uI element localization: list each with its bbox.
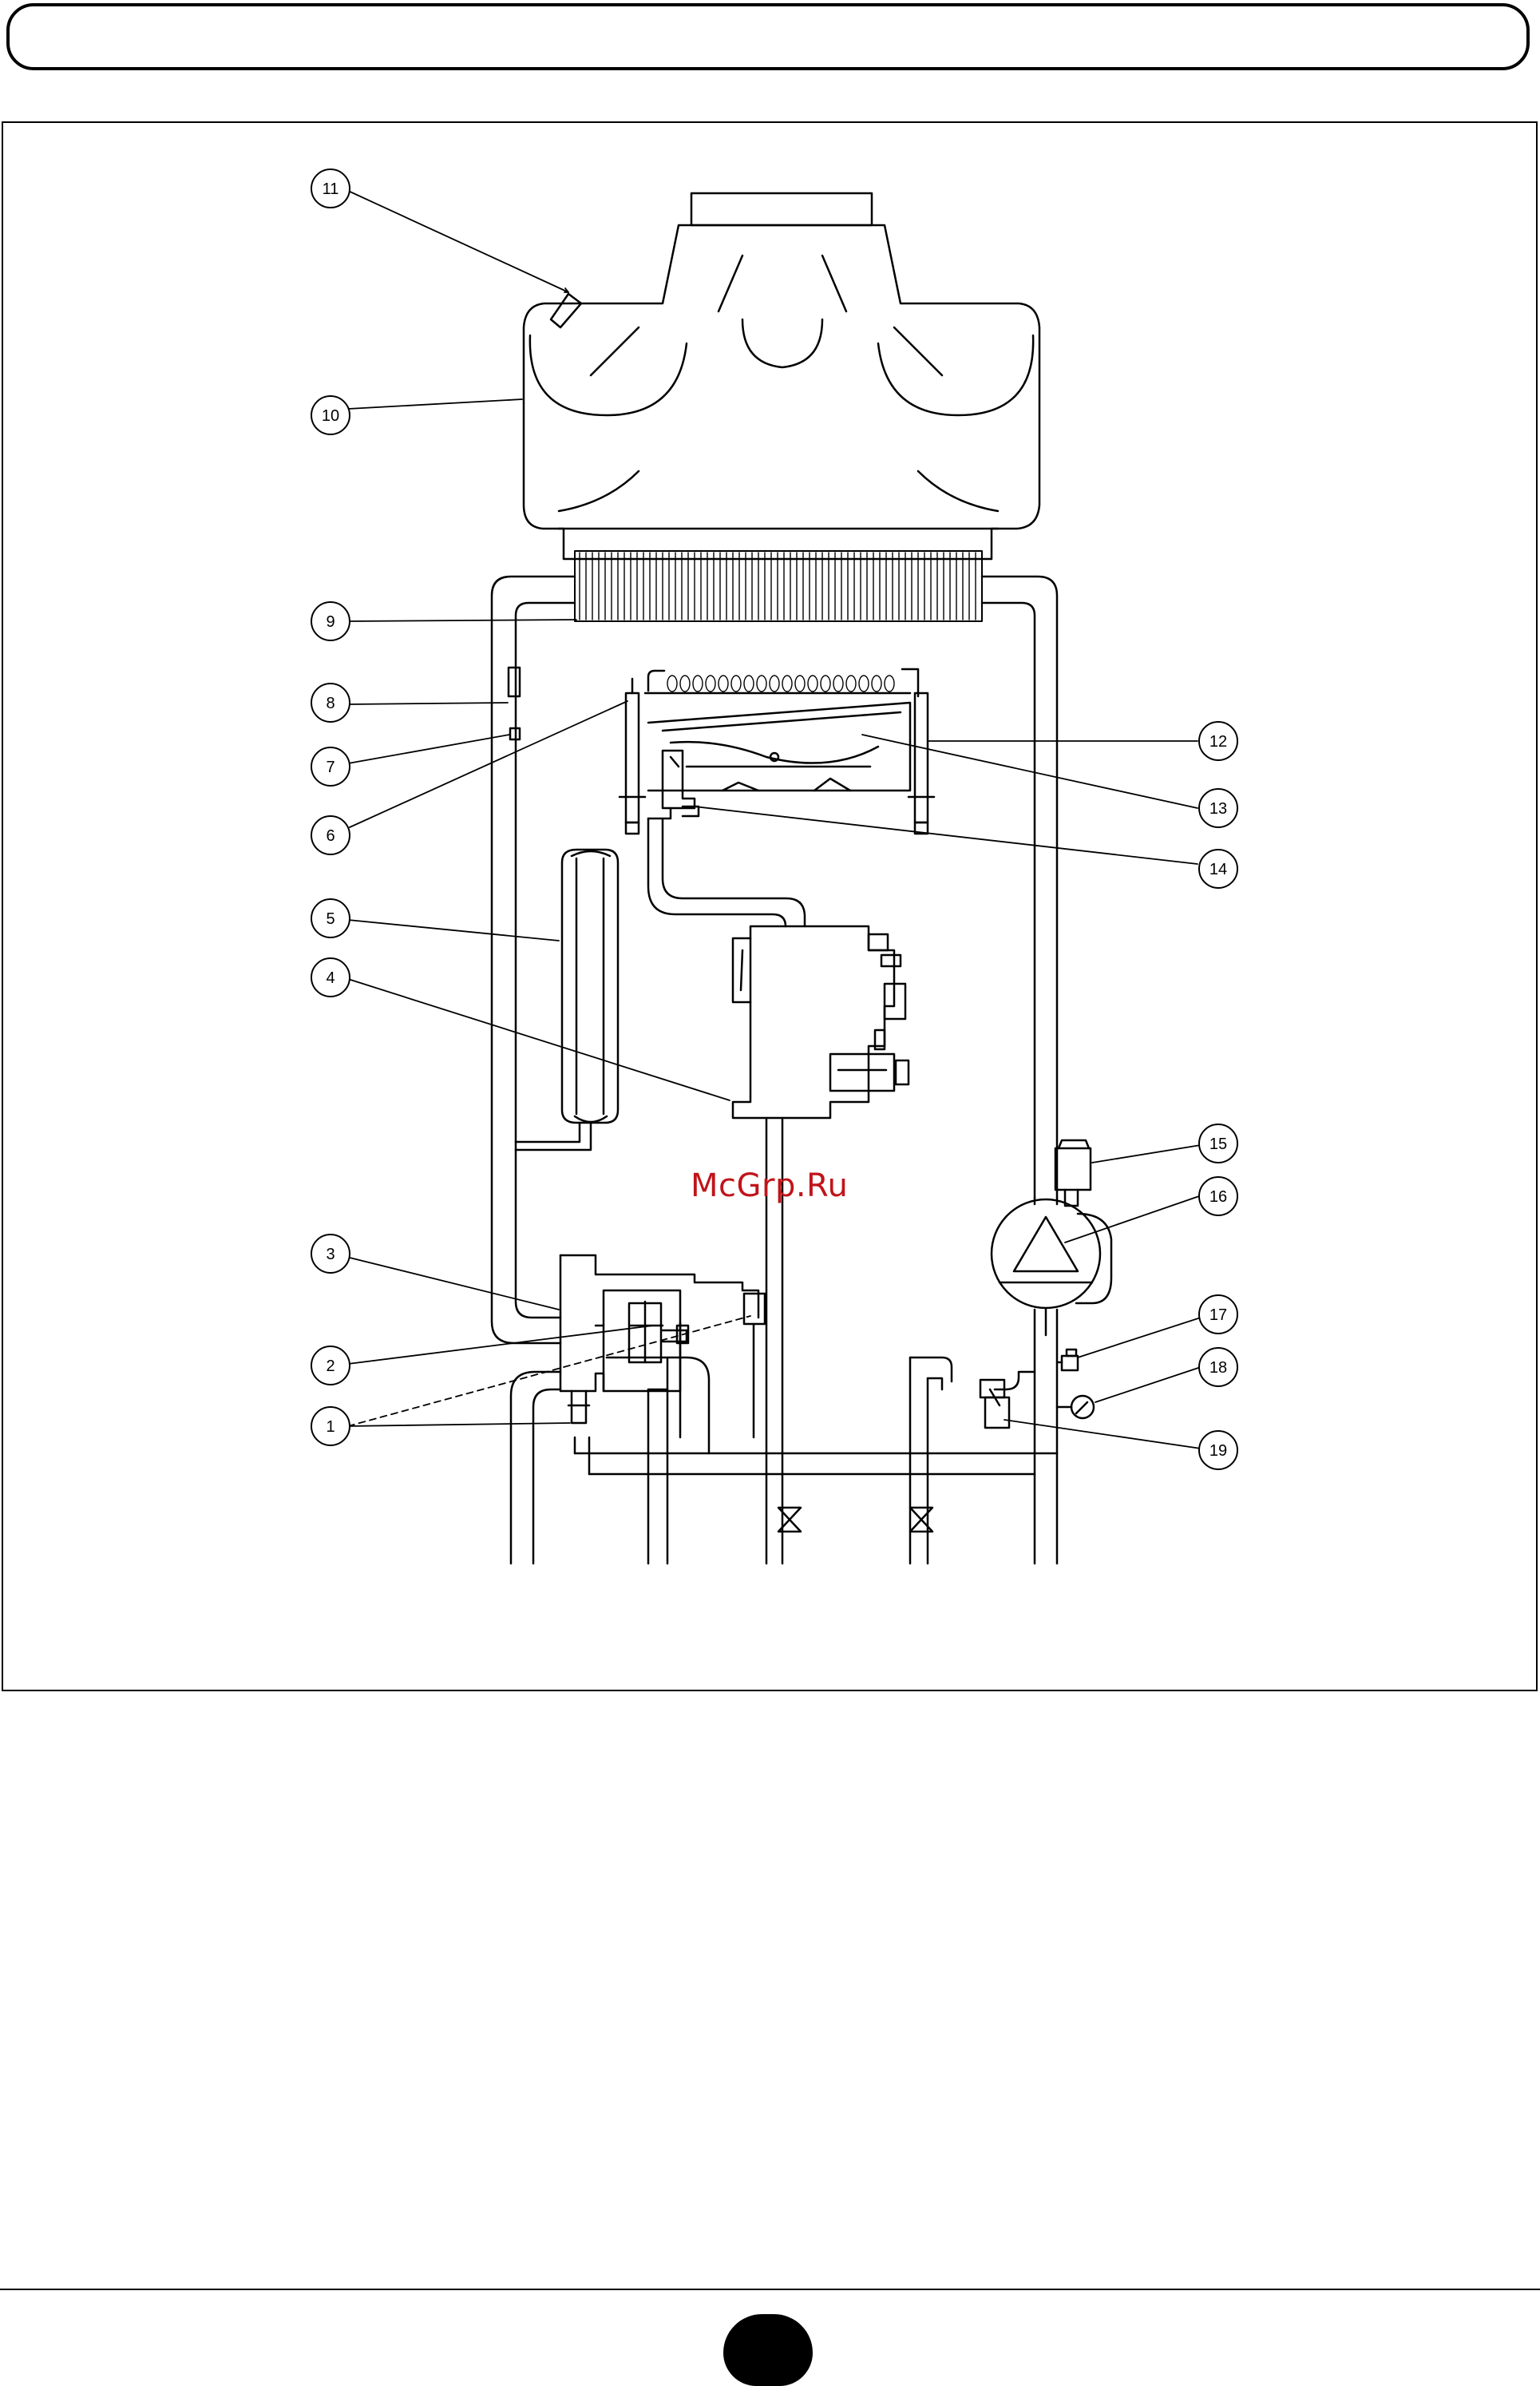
callout-6: 6	[311, 816, 350, 854]
callout-11: 11	[311, 169, 350, 208]
callout-17: 17	[1199, 1295, 1237, 1334]
page-number-badge	[723, 2314, 813, 2386]
gas-valve	[733, 926, 909, 1118]
callout-number: 15	[1209, 1136, 1227, 1153]
callout-number: 8	[326, 695, 335, 712]
heat-exchanger	[575, 551, 982, 621]
pressure-relief-valve	[1057, 1350, 1078, 1370]
callout-3: 3	[311, 1235, 350, 1273]
diverter-valve	[560, 1255, 765, 1437]
callout-number: 16	[1209, 1188, 1227, 1206]
callout-2: 2	[311, 1346, 350, 1385]
callout-number: 1	[326, 1418, 335, 1436]
callout-number: 3	[326, 1246, 335, 1263]
callout-number: 11	[323, 180, 339, 198]
callout-7: 7	[311, 747, 350, 786]
thermostat-sensor	[509, 668, 520, 696]
shut-off-valve-right	[910, 1508, 932, 1532]
filling-valve	[980, 1380, 1009, 1428]
callout-14: 14	[1199, 850, 1237, 888]
callout-number: 6	[326, 827, 335, 845]
circulation-pump	[992, 1198, 1111, 1308]
callout-number: 4	[326, 969, 335, 987]
callout-number: 7	[326, 759, 335, 776]
air-vent	[1055, 1140, 1091, 1206]
callout-15: 15	[1199, 1124, 1237, 1163]
callout-16: 16	[1199, 1177, 1237, 1215]
expansion-vessel	[516, 850, 618, 1150]
callout-number: 12	[1209, 733, 1227, 751]
callout-13: 13	[1199, 789, 1237, 827]
callout-number: 10	[322, 407, 339, 425]
watermark: McGrp.Ru	[691, 1167, 848, 1204]
footer-rule	[0, 2289, 1540, 2290]
burner-assembly	[620, 669, 934, 834]
flue-hood	[524, 193, 1039, 559]
callout-1: 1	[311, 1407, 350, 1445]
callout-number: 19	[1209, 1442, 1227, 1460]
callout-18: 18	[1199, 1348, 1237, 1386]
pressure-gauge	[1057, 1396, 1094, 1418]
callout-number: 18	[1209, 1359, 1227, 1377]
callout-number: 17	[1209, 1306, 1227, 1324]
callout-19: 19	[1199, 1431, 1237, 1469]
callout-number: 5	[326, 910, 335, 928]
callout-10: 10	[311, 396, 350, 434]
callout-number: 14	[1209, 861, 1227, 878]
callout-4: 4	[311, 958, 350, 997]
callout-number: 9	[326, 613, 335, 631]
leader-lines	[346, 190, 1201, 1449]
callout-9: 9	[311, 602, 350, 640]
callout-number: 2	[326, 1357, 335, 1375]
callout-number: 13	[1209, 800, 1227, 818]
callout-5: 5	[311, 899, 350, 937]
callout-8: 8	[311, 684, 350, 722]
callout-12: 12	[1199, 722, 1237, 760]
